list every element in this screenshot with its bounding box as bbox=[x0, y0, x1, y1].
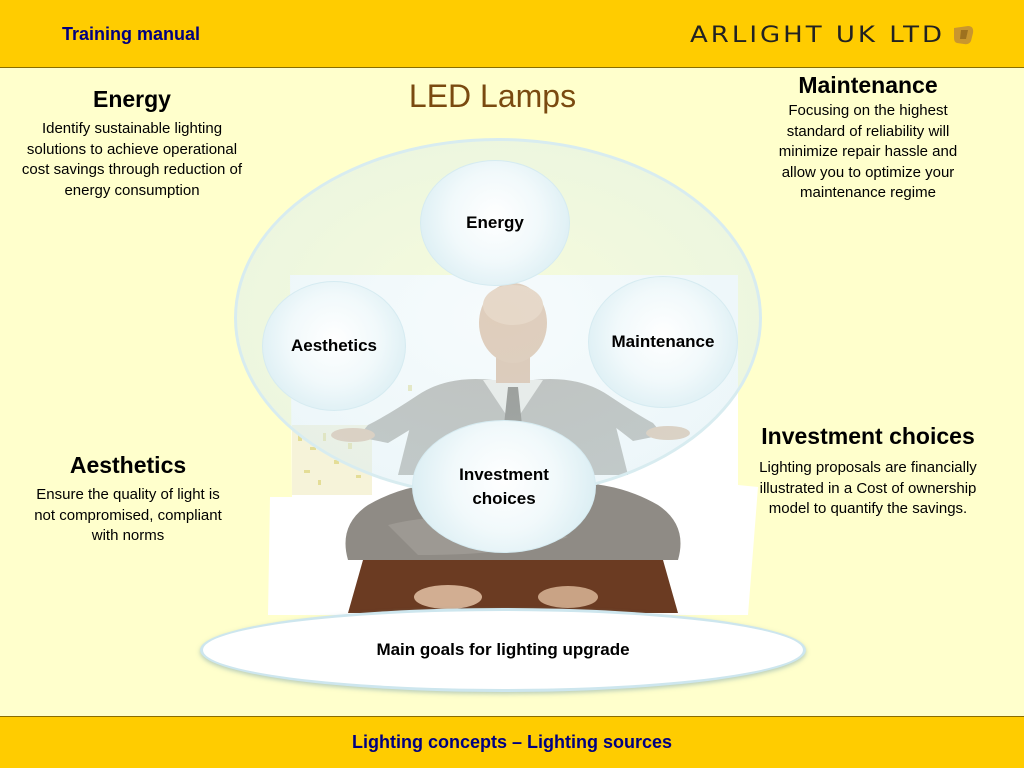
footer-bar: Lighting concepts – Lighting sources bbox=[0, 716, 1024, 768]
maintenance-bubble: Maintenance bbox=[588, 276, 738, 408]
maintenance-text: Focusing on the highest standard of reli… bbox=[778, 102, 958, 201]
investment-bubble: Investment choices bbox=[412, 420, 596, 553]
energy-bubble: Energy bbox=[420, 160, 570, 286]
maintenance-heading: Maintenance bbox=[798, 72, 938, 98]
logo-text: ARLIGHT UK LTD bbox=[690, 22, 946, 48]
header-title: Training manual bbox=[62, 24, 201, 44]
investment-heading: Investment choices bbox=[761, 423, 975, 449]
aesthetics-heading: Aesthetics bbox=[69, 452, 187, 478]
energy-heading: Energy bbox=[93, 86, 171, 112]
investment-panel: Investment choices Lighting proposals ar… bbox=[742, 423, 994, 520]
maintenance-panel: Maintenance Focusing on the highest stan… bbox=[760, 72, 976, 204]
footer-text: Lighting concepts – Lighting sources bbox=[351, 732, 673, 752]
header-bar: Training manual ARLIGHT UK LTD bbox=[0, 0, 1024, 68]
base-label: Main goals for lighting upgrade bbox=[376, 640, 630, 659]
page-title: LED Lamps bbox=[408, 78, 577, 114]
investment-text: Lighting proposals are financially illus… bbox=[759, 459, 977, 517]
company-logo: ARLIGHT UK LTD bbox=[690, 20, 975, 50]
energy-panel: Energy Identify sustainable lighting sol… bbox=[20, 86, 244, 201]
aesthetics-text: Ensure the quality of light is not compr… bbox=[34, 486, 222, 544]
aesthetics-panel: Aesthetics Ensure the quality of light i… bbox=[26, 452, 230, 547]
logo-mark-icon bbox=[954, 26, 974, 45]
base-ellipse: Main goals for lighting upgrade bbox=[200, 608, 806, 692]
energy-text: Identify sustainable lighting solutions … bbox=[21, 120, 243, 199]
aesthetics-bubble: Aesthetics bbox=[262, 281, 406, 411]
